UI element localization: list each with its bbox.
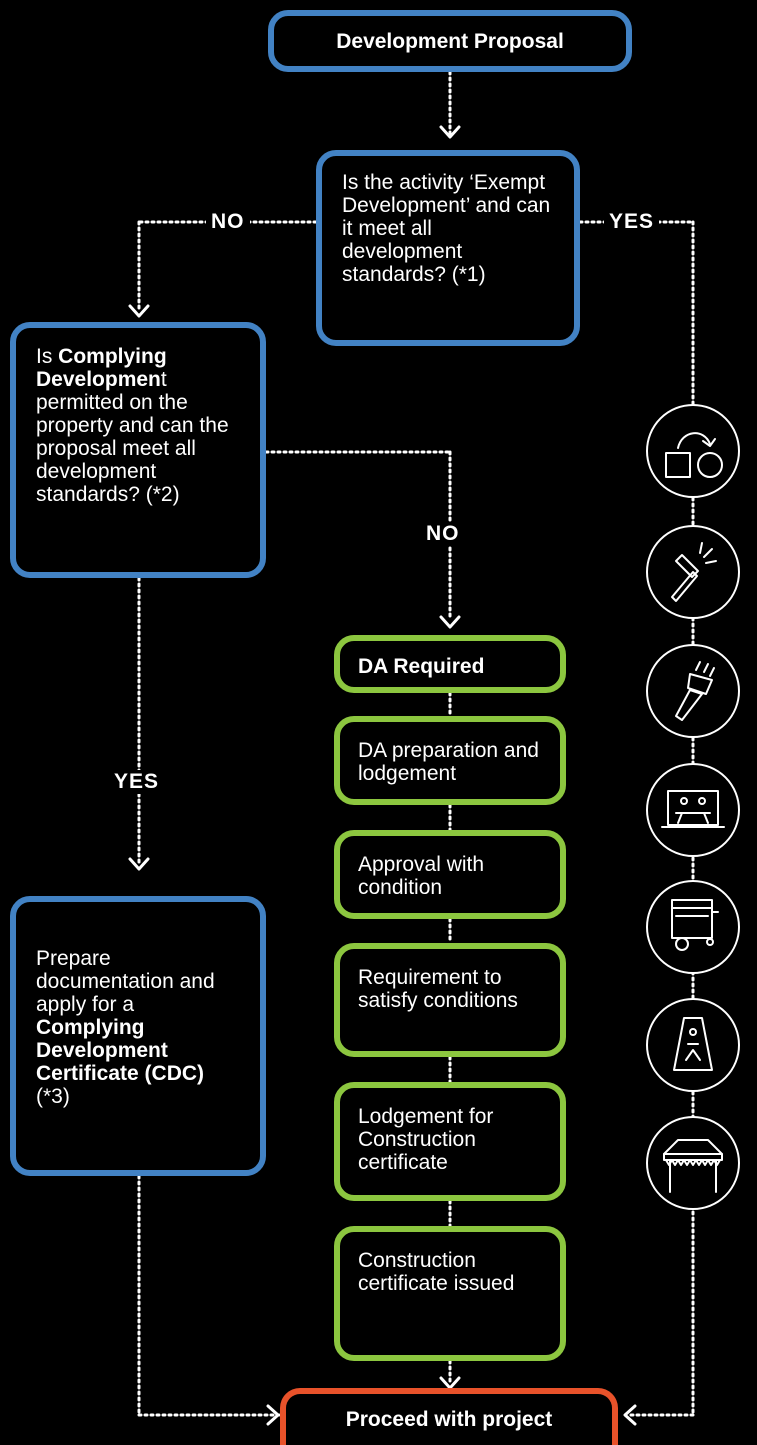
construction-certificate-issued-box: Construction certificate issued	[334, 1226, 566, 1361]
arrowhead-to-exempt	[439, 125, 461, 139]
outdoor-dining-icon	[646, 763, 740, 857]
requirement-to-satisfy-box: Requirement to satisfy conditions	[334, 943, 566, 1057]
arrowhead-to-cdc	[128, 857, 150, 871]
development-proposal-box: Development Proposal	[268, 10, 632, 72]
exempt-development-question-box: Is the activity ‘Exempt Development’ and…	[316, 150, 580, 346]
label-yes-complying: YES	[109, 770, 165, 794]
food-cart-icon	[646, 880, 740, 974]
proceed-with-project-box: Proceed with project	[280, 1388, 618, 1445]
paint-brush-icon	[646, 644, 740, 738]
arrowhead-to-complying	[128, 304, 150, 318]
demolition-hammer-icon	[646, 525, 740, 619]
label-no-complying: NO	[421, 522, 465, 546]
cdc-post: (*3)	[36, 1085, 70, 1108]
arrowhead-to-da-required	[439, 615, 461, 629]
approval-with-condition-box: Approval with condition	[334, 830, 566, 919]
cdc-pre: Prepare documentation and apply for a	[36, 947, 215, 1016]
label-no-exempt: NO	[206, 210, 250, 234]
lodgement-construction-box: Lodgement for Construction certificate	[334, 1082, 566, 1201]
complying-q-post: t permitted on the property and can the …	[36, 368, 229, 506]
complying-q-pre: Is	[36, 345, 59, 368]
da-preparation-box: DA preparation and lodgement	[334, 716, 566, 805]
cdc-bold: Complying Development Certificate (CDC)	[36, 1016, 205, 1085]
label-yes-exempt: YES	[604, 210, 660, 234]
da-required-box: DA Required	[334, 635, 566, 693]
a-frame-sign-icon	[646, 998, 740, 1092]
complying-q-bold: Complying Developmen	[36, 345, 167, 391]
change-of-use-icon	[646, 404, 740, 498]
complying-development-question-box: Is Complying Development permitted on th…	[10, 322, 266, 578]
cdc-application-box: Prepare documentation and apply for a Co…	[10, 896, 266, 1176]
arrowhead-yes-to-proceed	[623, 1404, 637, 1426]
marquee-tent-icon	[646, 1116, 740, 1210]
arrowhead-cdc-to-proceed	[266, 1404, 280, 1426]
